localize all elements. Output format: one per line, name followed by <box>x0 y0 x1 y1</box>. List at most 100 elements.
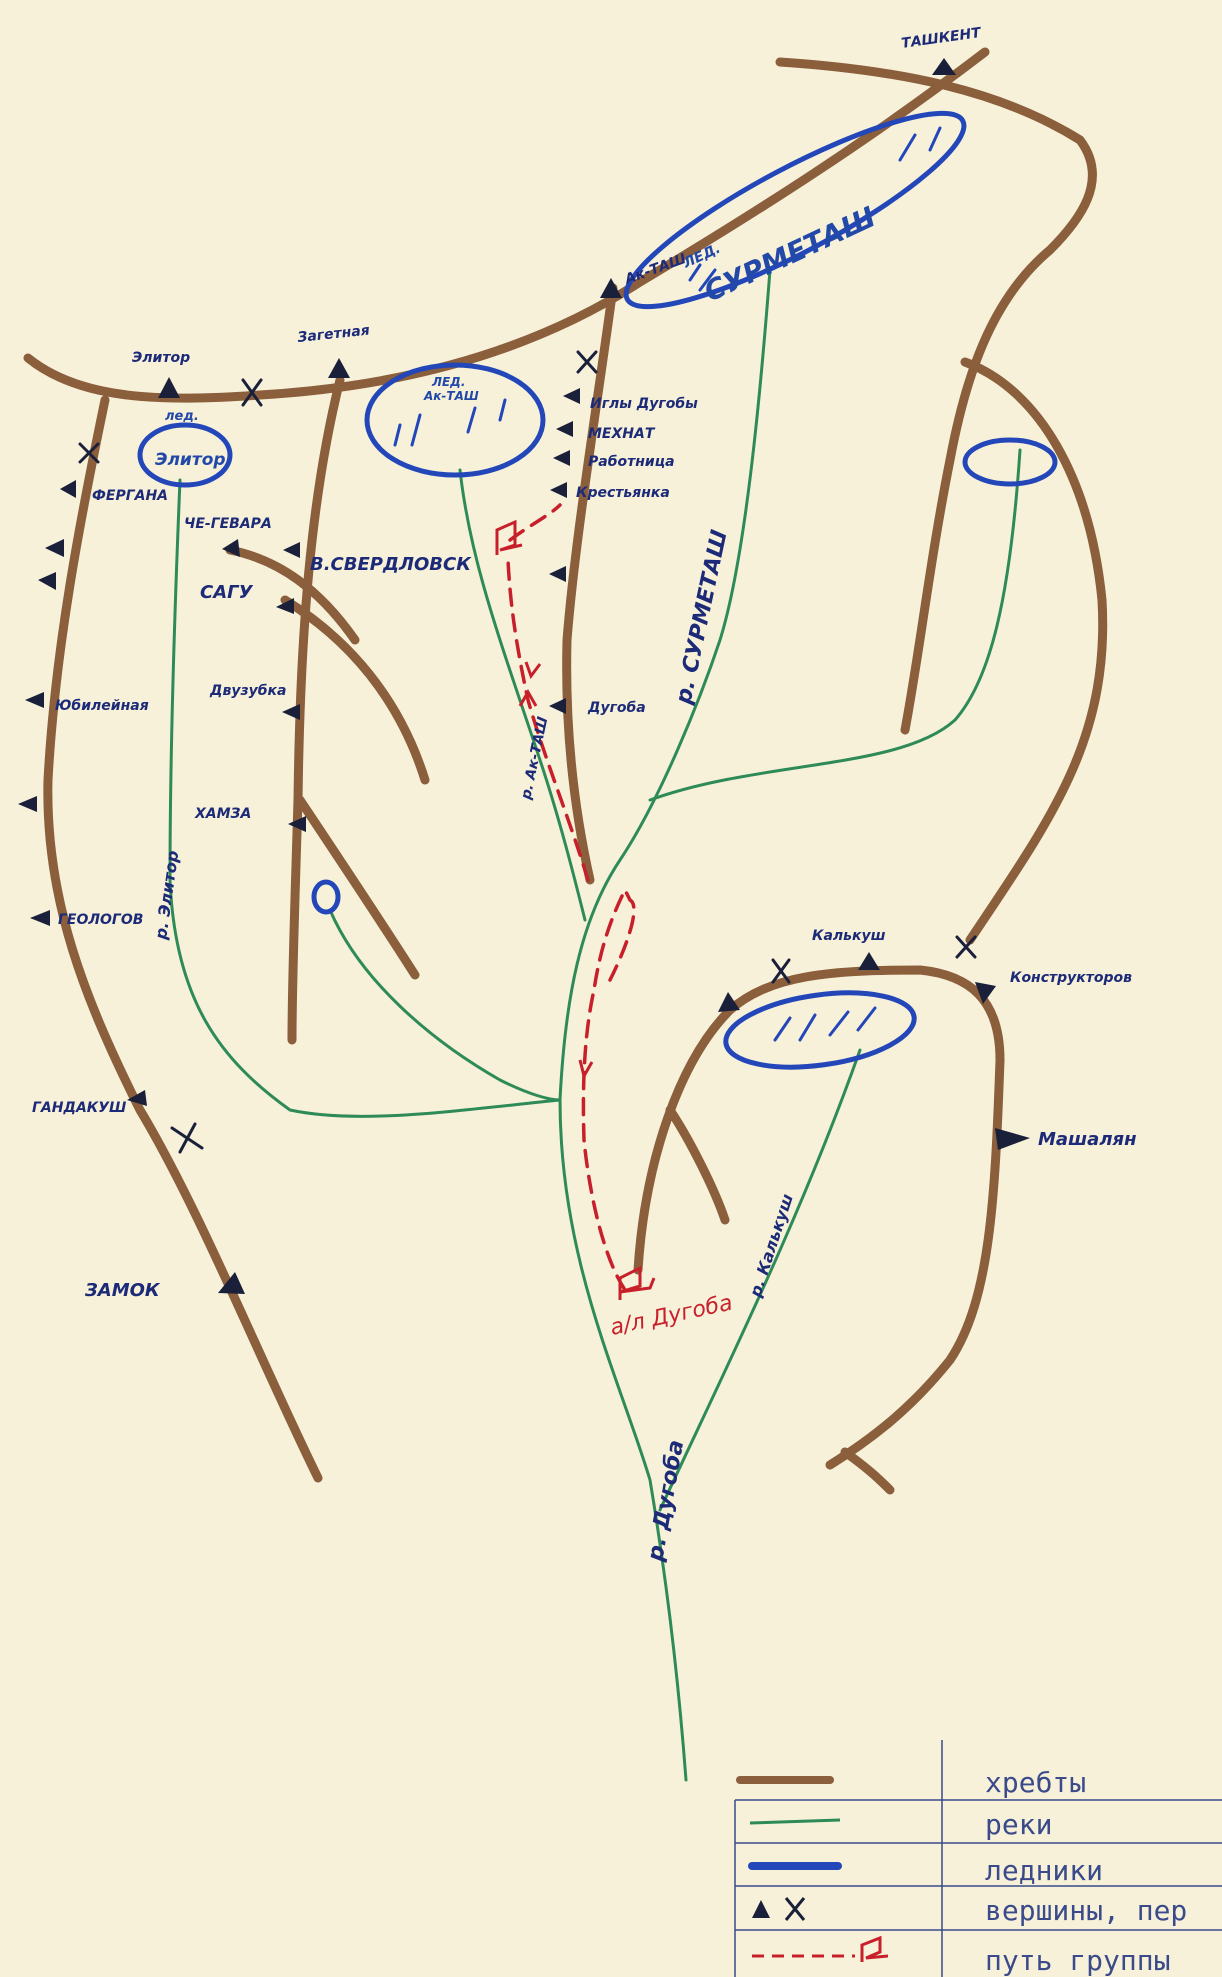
ridge-spur-sverdlovsk <box>225 545 360 645</box>
glacier-kalkush <box>723 990 917 1070</box>
peak-triangle-icon <box>556 421 573 437</box>
peak-label-gandakush: ГАНДАКУШ <box>32 1100 126 1116</box>
ridge-west <box>43 395 323 1483</box>
peak-triangle-icon <box>218 1272 245 1294</box>
peak-label-alitor: Элитор <box>132 350 190 366</box>
peak-triangle-icon <box>975 982 996 1004</box>
peak-label-kalkush: Калькуш <box>812 928 886 944</box>
bivouac-icon <box>495 519 523 555</box>
glacier-ak-tash-name: Ак-ТАШ <box>423 389 479 403</box>
glacier-alitor-prefix: лед. <box>165 409 199 424</box>
peak-triangle-icon <box>60 480 76 498</box>
peak-label-geologov: ГЕОЛОГОВ <box>58 912 143 928</box>
glacier-tiny <box>311 879 341 915</box>
legend-label-ridges: хребты <box>985 1766 1086 1799</box>
ridge-kalkush <box>633 965 1005 1470</box>
peak-label-konstruktorov: Конструкторов <box>1010 970 1132 986</box>
peak-label-krestyanka: Крестьянка <box>576 485 670 501</box>
legend: хребты реки ледники вершины, пер путь гр… <box>734 1740 1222 1977</box>
pass-x-icon <box>955 935 977 959</box>
peak-triangle-icon <box>600 278 622 298</box>
legend-label-peaks-passes: вершины, пер <box>985 1894 1187 1927</box>
camp-icon <box>618 1265 656 1300</box>
peak-label-zagadochnaya: Загетная <box>297 322 371 345</box>
legend-label-glaciers: ледники <box>985 1854 1103 1887</box>
peak-label-fergana: ФЕРГАНА <box>92 488 168 504</box>
pass-x-icon <box>771 958 791 984</box>
peak-triangle-icon <box>553 450 570 466</box>
peak-triangle-icon <box>288 816 306 832</box>
peak-label-dvuzubka: Двузубка <box>209 683 286 699</box>
glacier-ak-tash <box>364 362 546 478</box>
peak-label-zamok: ЗАМОК <box>84 1280 161 1301</box>
peak-triangle-icon <box>158 377 180 398</box>
legend-grid <box>734 1740 1222 1977</box>
glacier-alitor-name: Элитор <box>155 450 226 470</box>
peak-triangle-icon <box>932 58 956 75</box>
peak-label-rabotnitsa: Работница <box>588 454 675 470</box>
camp-label: а/л Дугоба <box>608 1291 735 1341</box>
peak-label-mashalyan: Машалян <box>1038 1129 1137 1150</box>
river-duguba <box>558 268 772 1782</box>
river-label-duguba: р. Дугоба <box>643 1438 689 1564</box>
river-label-alitor: р. Элитор <box>151 849 182 941</box>
peaks <box>18 58 1030 1294</box>
ridge-spur-khamza <box>295 795 420 980</box>
glacier-east-small <box>962 437 1058 487</box>
peak-label-che-gevara: ЧЕ-ГЕВАРА <box>184 516 272 532</box>
route-arrow-icon <box>578 1059 594 1080</box>
route-path-top <box>508 503 562 542</box>
glaciers <box>137 110 1058 1070</box>
peak-triangle-icon <box>549 566 566 582</box>
glacier-alitor <box>137 422 233 488</box>
ridge-spur-sagu <box>280 595 430 785</box>
peak-triangle-icon <box>858 952 880 970</box>
peak-label-mekhnat: МЕХНАТ <box>588 426 656 442</box>
legend-label-group-route: путь группы <box>985 1944 1170 1977</box>
ridge-kalkush-spur <box>665 1105 730 1225</box>
pass-x-icon <box>241 378 263 407</box>
peak-triangle-icon <box>563 388 580 404</box>
ridge-upper-right <box>775 57 1097 735</box>
glacier-surmetash-name: СУРМЕТАШ <box>699 200 881 308</box>
peak-triangle-icon <box>283 542 300 558</box>
peak-triangle-icon <box>282 704 300 720</box>
pass-x-icon <box>170 1122 204 1154</box>
peak-triangle-icon <box>127 1090 147 1106</box>
peak-triangle-icon <box>30 910 50 926</box>
river-surmetash-join <box>648 448 1022 802</box>
route-arrows <box>518 661 594 1080</box>
river-label-kalkush: р. Калькуш <box>745 1192 796 1301</box>
peak-label-yubileinaya: Юбилейная <box>55 698 149 714</box>
peak-triangle-icon <box>328 358 350 378</box>
pass-x-icon <box>784 1897 806 1921</box>
peak-triangle-icon <box>45 539 64 557</box>
peak-label-duguba: Дугоба <box>587 700 646 716</box>
pass-x-icon <box>78 442 100 464</box>
route-arrow-icon <box>524 661 542 680</box>
legend-peak-pass-swatch <box>752 1897 806 1921</box>
ridge-right-long <box>960 357 1108 945</box>
peak-triangle-icon <box>752 1900 770 1918</box>
route-arrow-icon <box>518 688 538 707</box>
peak-triangle-icon <box>550 482 567 498</box>
peak-triangle-icon <box>995 1128 1030 1150</box>
ridge-kalkush-tail <box>840 1447 895 1495</box>
river-kalkush <box>658 1048 862 1512</box>
peak-triangle-icon <box>276 598 294 614</box>
peak-label-sverdlovsk: В.СВЕРДЛОВСК <box>310 554 472 575</box>
route-path-up <box>506 558 590 882</box>
peak-triangle-icon <box>549 698 566 714</box>
peak-triangle-icon <box>38 572 56 590</box>
river-small-west <box>328 908 562 1102</box>
peak-label-sagu: САГУ <box>200 582 254 603</box>
ridges <box>23 47 1108 1495</box>
ridge-duguba <box>562 283 618 885</box>
ridge-main <box>23 47 990 403</box>
peak-label-khamza: ХАМЗА <box>194 806 251 822</box>
glacier-labels: ЛЕД. СУРМЕТАШ ЛЕД. Ак-ТАШ лед. Элитор <box>155 200 881 470</box>
ridge-zagadochnaya <box>287 375 345 1045</box>
river-label-surmetash: р. СУРМЕТАШ <box>671 528 732 707</box>
